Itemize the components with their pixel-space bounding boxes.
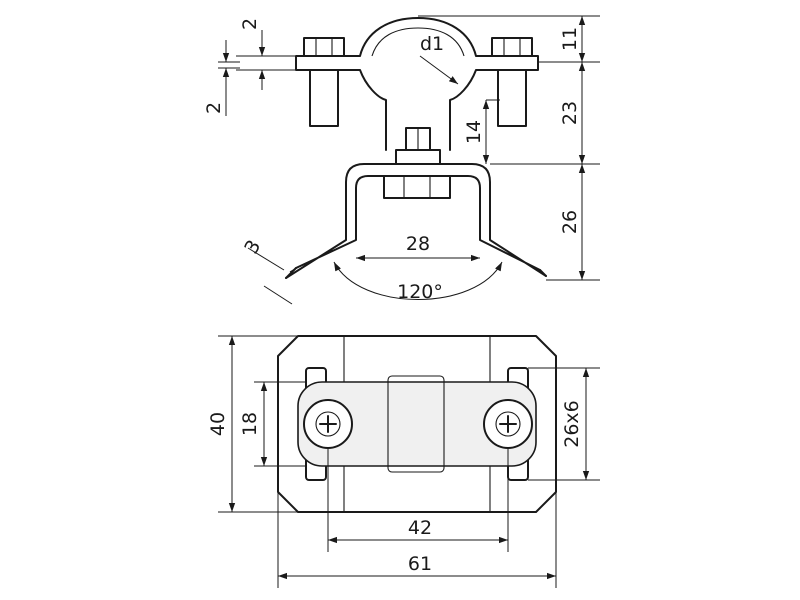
- clamp-strap: [297, 381, 537, 467]
- bolt-head-left: [303, 37, 345, 57]
- screw-right: [483, 399, 533, 449]
- plan-view-dimensions: 40 18 26x6 42 61: [207, 335, 600, 588]
- pipe-clip-strap: [295, 17, 539, 151]
- dim-d1-label: d1: [420, 33, 444, 55]
- dim-26x6-label: 26x6: [561, 400, 583, 448]
- dim-28-label: 28: [406, 233, 430, 255]
- bolt-shank-left: [309, 69, 339, 127]
- bolt-shank-right: [497, 69, 527, 127]
- dim-angle-label: 120°: [397, 281, 443, 303]
- dim-26-label: 26: [559, 210, 581, 234]
- dim-18-label: 18: [239, 412, 261, 436]
- dim-14-label: 14: [463, 120, 485, 144]
- plan-view: [277, 335, 557, 513]
- dim-61-label: 61: [408, 553, 432, 575]
- dim-23-label: 23: [559, 101, 581, 125]
- bolt-head-right: [491, 37, 533, 57]
- side-view: [285, 17, 547, 279]
- screw-left: [303, 399, 353, 449]
- dim-top-2-label: 2: [239, 18, 261, 30]
- center-nut-top: [395, 149, 441, 165]
- dim-42-label: 42: [408, 517, 432, 539]
- dim-40-label: 40: [207, 412, 229, 436]
- dim-3-label: 3: [240, 236, 265, 257]
- dim-11-label: 11: [559, 27, 581, 51]
- side-view-dimensions: 11 23 26 14 2 2 d1 28 120° 3: [203, 15, 600, 305]
- base-nut: [383, 175, 451, 199]
- dim-bolt-2-label: 2: [203, 102, 225, 114]
